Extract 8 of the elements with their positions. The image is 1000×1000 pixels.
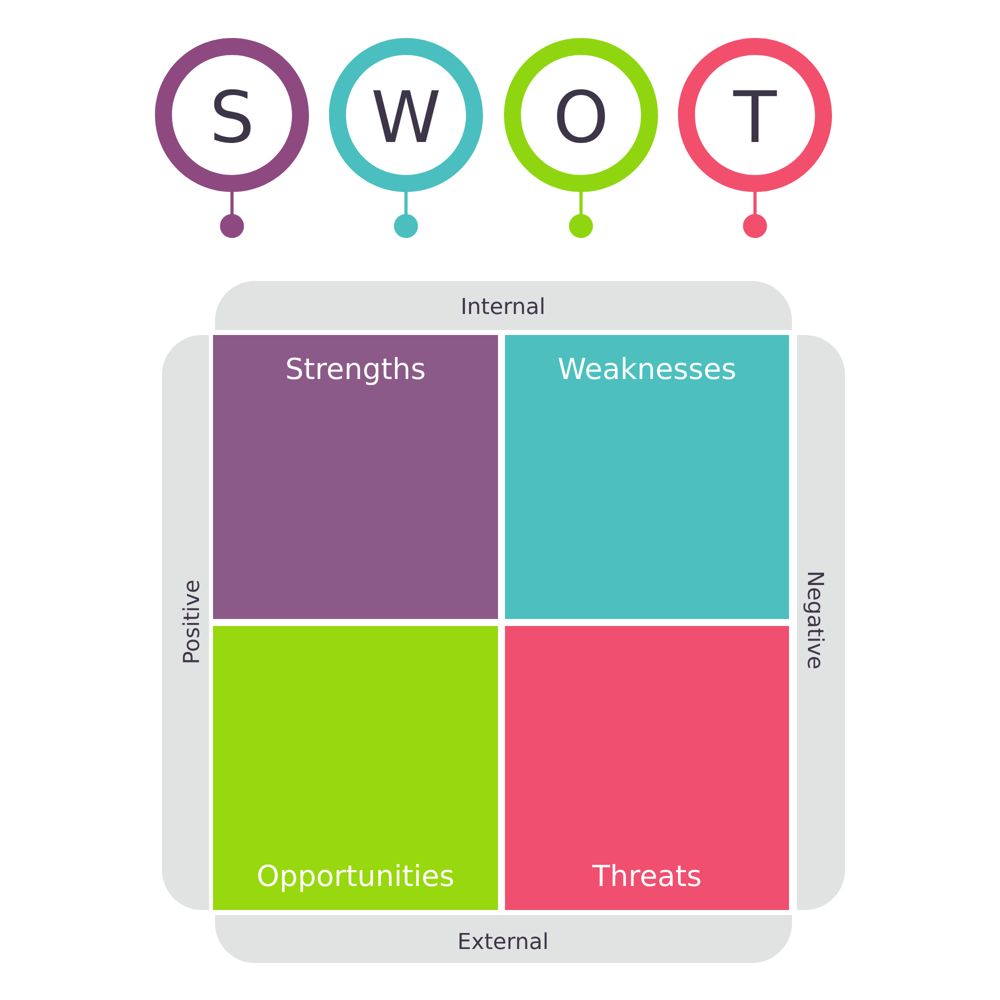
label-band: External	[215, 915, 792, 963]
quadrant-box: Threats	[505, 626, 790, 910]
label-band: Internal	[215, 281, 792, 330]
quadrant-box: Weaknesses	[505, 335, 790, 619]
quadrant-box: Strengths	[213, 335, 498, 619]
quadrant-box: Opportunities	[213, 626, 498, 910]
label-band: Negative	[797, 335, 846, 910]
label-band: Positive	[162, 335, 209, 910]
